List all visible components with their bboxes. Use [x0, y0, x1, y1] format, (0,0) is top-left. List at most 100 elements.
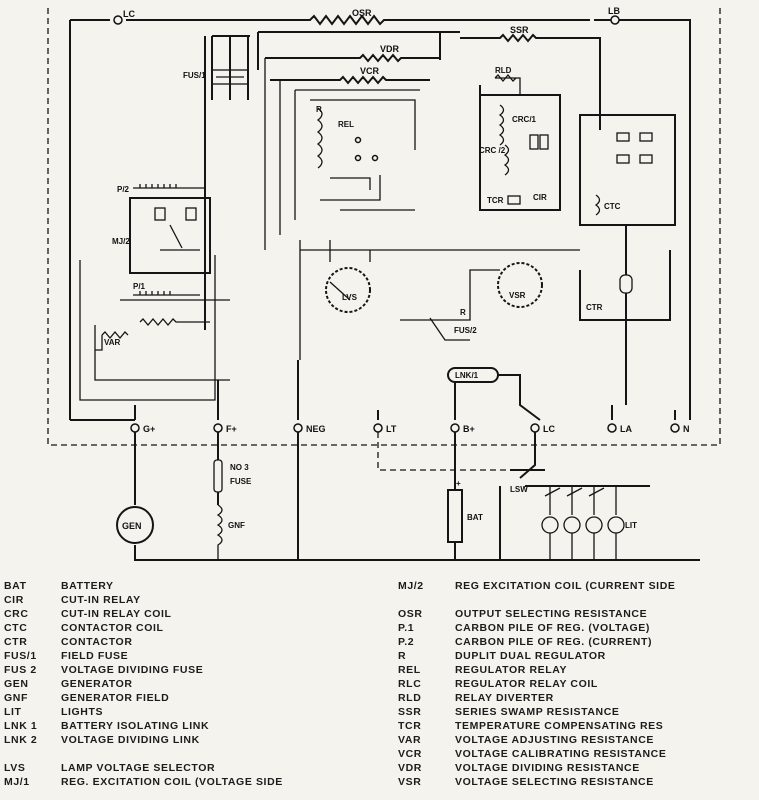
legend-description: VOLTAGE ADJUSTING RESISTANCE [455, 734, 655, 746]
cir-label: CIR [533, 193, 547, 202]
vdr-resistor: VDR [265, 44, 440, 63]
legend-description: VOLTAGE DIVIDING RESISTANCE [455, 762, 640, 774]
legend-row: TCR TEMPERATURE COMPENSATING RES [398, 720, 663, 732]
legend-description: BATTERY [61, 580, 114, 592]
regulator-mj2: MJ/2 [112, 197, 211, 274]
legend-code: P.2 [398, 636, 415, 648]
crc1-label: CRC/1 [512, 115, 537, 124]
legend-code: CRC [4, 608, 29, 620]
legend-code: LNK 2 [4, 734, 38, 746]
vcr-resistor: VCR [270, 66, 430, 85]
terminal-lb-top-label: LB [608, 6, 620, 16]
lsw-label: LSW [510, 485, 528, 494]
legend-code: LNK 1 [4, 720, 38, 732]
legend-code: TCR [398, 720, 422, 732]
no3-fuse-label-2: FUSE [230, 477, 252, 486]
fus1-fuse: FUS/1 [183, 35, 250, 330]
terminal-lb-top [610, 15, 620, 25]
legend-row: LNK 2 VOLTAGE DIVIDING LINK [4, 734, 200, 746]
legend-description: CONTACTOR [61, 636, 133, 648]
lvs-label: LVS [342, 293, 358, 302]
wiring-schematic: OSR LC LB SSR VDR VCR FUS/1 R REL RLD [47, 6, 721, 561]
lvs-selector: LVS [325, 267, 371, 313]
legend-code: VAR [398, 734, 422, 746]
legend-description: CUT-IN RELAY [61, 594, 141, 606]
terminal-g-plus [130, 423, 140, 433]
lit-label: LIT [625, 521, 637, 530]
terminal-g-plus-label: G+ [143, 424, 155, 434]
legend-description: TEMPERATURE COMPENSATING RES [455, 720, 664, 732]
legend-description: FIELD FUSE [61, 650, 129, 662]
terminal-lt-label: LT [386, 424, 397, 434]
ssr-resistor: SSR [460, 25, 601, 130]
legend-row: RLC REGULATOR RELAY COIL [398, 678, 598, 690]
vcr-label: VCR [360, 66, 380, 76]
ctc-contactor-coil: CTC [579, 114, 676, 226]
legend-code: VDR [398, 762, 422, 774]
rld-diverter: RLD [494, 66, 521, 95]
legend: BAT BATTERY CIR CUT-IN RELAY CRC CUT-IN RELAY… [0, 580, 759, 800]
legend-row: VAR VOLTAGE ADJUSTING RESISTANCE [398, 734, 654, 746]
legend-code: SSR [398, 706, 422, 718]
no3-fuse: NO 3 FUSE [213, 432, 252, 505]
legend-code: VCR [398, 748, 422, 760]
p1-carbon-pile: P/1 [133, 282, 200, 296]
terminal-neg-label: NEG [306, 424, 326, 434]
terminal-n-label: N [683, 424, 690, 434]
legend-description: OUTPUT SELECTING RESISTANCE [455, 608, 648, 620]
gnf-field: GNF [216, 504, 245, 560]
crc2-label: CRC /2 [479, 146, 506, 155]
legend-code: CIR [4, 594, 24, 606]
legend-description: DUPLIT DUAL REGULATOR [455, 650, 606, 662]
terminal-f-plus-label: F+ [226, 424, 237, 434]
legend-description: REG EXCITATION COIL (CURRENT SIDE [455, 580, 676, 592]
legend-row: BAT BATTERY [4, 580, 114, 592]
r-label: R [460, 308, 466, 317]
ctr-label: CTR [586, 303, 603, 312]
terminal-lc [530, 423, 540, 433]
tcr-label: TCR [487, 196, 504, 205]
var-label: VAR [104, 338, 121, 347]
bat-plus: + [456, 479, 461, 488]
ctc-label: CTC [604, 202, 621, 211]
legend-code: VSR [398, 776, 422, 788]
legend-code: LIT [4, 706, 22, 718]
legend-code: RLC [398, 678, 422, 690]
legend-code: R [398, 650, 407, 662]
generator: GEN [116, 432, 700, 561]
legend-description: VOLTAGE DIVIDING FUSE [61, 664, 204, 676]
legend-description: VOLTAGE SELECTING RESISTANCE [455, 776, 654, 788]
gnf-label: GNF [228, 521, 245, 530]
vsr-selector: VSR [497, 262, 543, 308]
legend-row: VDR VOLTAGE DIVIDING RESISTANCE [398, 762, 640, 774]
legend-description: GENERATOR [61, 678, 133, 690]
battery: BAT + [447, 432, 483, 560]
legend-code: GEN [4, 678, 29, 690]
legend-code: MJ/1 [4, 776, 30, 788]
regulator-enclosure [47, 8, 721, 446]
legend-code: GNF [4, 692, 28, 704]
legend-description: CUT-IN RELAY COIL [61, 608, 172, 620]
legend-description: VOLTAGE DIVIDING LINK [61, 734, 200, 746]
vdr-label: VDR [380, 44, 400, 54]
terminal-b-plus [450, 423, 460, 433]
legend-code: BAT [4, 580, 27, 592]
rel-relay: R REL [316, 105, 415, 211]
rel-label: REL [338, 120, 354, 129]
terminal-f-plus [213, 423, 223, 433]
legend-description: REGULATOR RELAY COIL [455, 678, 598, 690]
terminal-lt [373, 423, 383, 433]
